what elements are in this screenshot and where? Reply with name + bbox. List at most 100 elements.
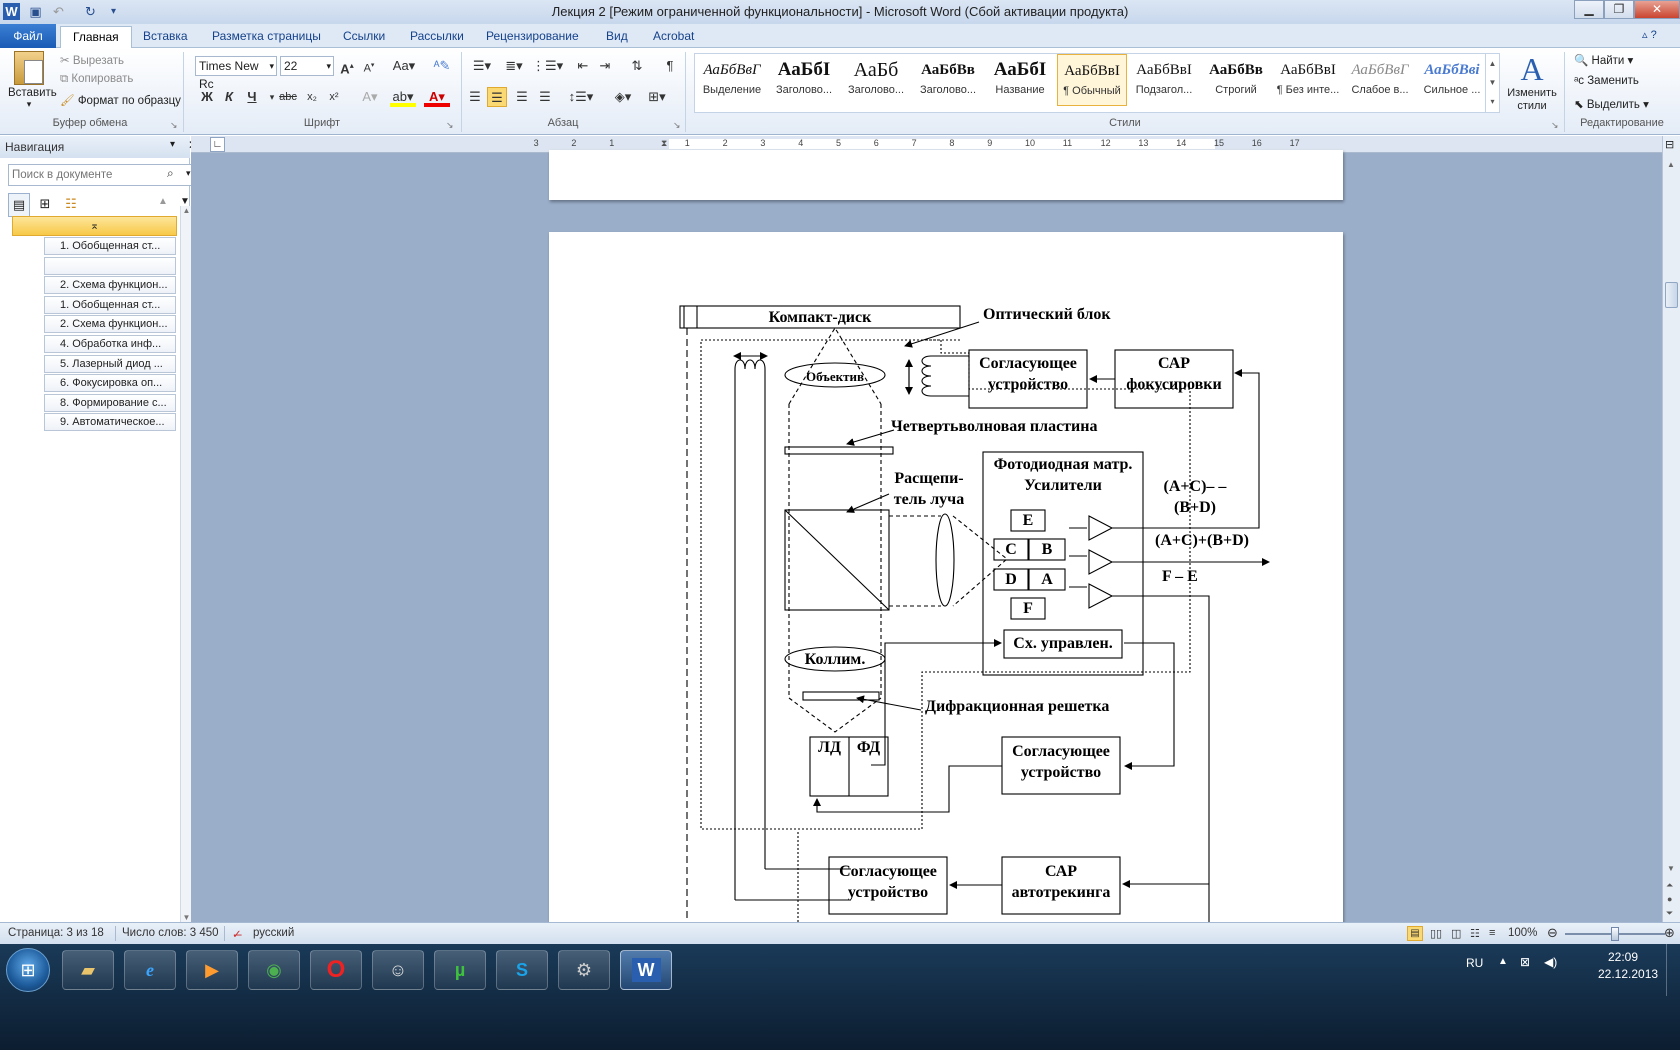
tab-mailings[interactable]: Рассылки — [410, 29, 464, 43]
search-dropdown-icon[interactable]: ▾ — [186, 168, 191, 178]
nav-heading-item[interactable]: 5. Лазерный диод ... — [44, 354, 176, 373]
save-icon[interactable]: ▣ — [29, 4, 42, 19]
subscript-icon[interactable]: x₂ — [307, 91, 317, 103]
browse-results-tab[interactable]: ☷ — [60, 193, 82, 217]
borders-icon[interactable]: ⊞▾ — [648, 89, 666, 104]
zoom-slider-thumb[interactable] — [1611, 927, 1619, 941]
proofing-icon[interactable]: ✓̶ — [232, 929, 242, 941]
tab-view[interactable]: Вид — [606, 29, 628, 43]
scroll-down-icon[interactable]: ▼ — [182, 913, 191, 922]
zoom-slider[interactable] — [1565, 927, 1665, 941]
nav-heading-item[interactable]: 1. Обобщенная ст... — [44, 295, 176, 314]
paragraph-launcher-icon[interactable]: ↘ — [673, 120, 681, 130]
taskbar-explorer[interactable]: ▰ — [62, 950, 114, 990]
tab-selector-icon[interactable]: ∟ — [210, 137, 225, 152]
line-spacing-icon[interactable]: ↕☰▾ — [568, 89, 594, 104]
nav-heading-item[interactable]: 2. Схема функцион... — [44, 315, 176, 334]
strikethrough-icon[interactable]: abc — [279, 91, 297, 103]
increase-indent-icon[interactable]: ⇥ — [599, 58, 611, 73]
italic-button[interactable]: К — [225, 89, 233, 104]
nav-heading-item[interactable]: 9. Автоматическое... — [44, 413, 176, 432]
tab-references[interactable]: Ссылки — [343, 29, 386, 43]
multilevel-list-icon[interactable]: ⋮☰▾ — [532, 58, 564, 73]
nav-heading-item[interactable]: 2. Схема функцион... — [44, 276, 176, 295]
font-color-icon[interactable]: A▾ — [424, 87, 450, 107]
change-styles-button[interactable]: A Изменить стили — [1502, 51, 1562, 113]
font-name-dropdown-icon[interactable]: ▾ — [269, 61, 274, 71]
scroll-down-arrow-icon[interactable]: ▼ — [1667, 864, 1675, 873]
tab-insert[interactable]: Вставка — [143, 29, 188, 43]
tab-acrobat[interactable]: Acrobat — [653, 29, 695, 43]
nav-heading-item[interactable]: 6. Фокусировка оп... — [44, 374, 176, 393]
justify-icon[interactable]: ☰ — [539, 89, 551, 104]
scroll-up-icon[interactable]: ▲ — [182, 206, 191, 215]
taskbar-steam[interactable]: ⚙ — [558, 950, 610, 990]
navigation-scrollbar[interactable]: ▲ ▼ — [180, 206, 192, 922]
search-icon[interactable]: ⌕ — [167, 166, 174, 180]
select-button[interactable]: ⬉ Выделить ▾ — [1574, 99, 1649, 111]
shading-icon[interactable]: ◈▾ — [614, 89, 632, 104]
sort-icon[interactable]: ⇅ — [631, 58, 643, 73]
underline-button[interactable]: Ч — [247, 89, 257, 104]
align-right-icon[interactable]: ☰ — [516, 89, 528, 104]
taskbar-skype[interactable]: S — [496, 950, 548, 990]
numbering-icon[interactable]: ≣▾ — [505, 58, 523, 73]
word-count[interactable]: Число слов: 3 450 — [122, 927, 219, 939]
scroll-up-arrow-icon[interactable]: ▲ — [1667, 160, 1675, 169]
show-desktop-button[interactable] — [1666, 944, 1680, 996]
decrease-indent-icon[interactable]: ⇤ — [577, 58, 589, 73]
scroll-thumb[interactable] — [1665, 282, 1678, 308]
superscript-icon[interactable]: x² — [329, 91, 339, 103]
nav-heading-item[interactable]: 8. Формирование с... — [44, 393, 176, 412]
styles-scroll[interactable]: ▲▼▾ — [1485, 54, 1499, 112]
tab-home[interactable]: Главная — [60, 26, 132, 48]
current-heading-marker[interactable]: ⌅ — [12, 216, 177, 236]
navigation-menu-icon[interactable]: ▾ — [170, 139, 176, 150]
previous-heading-icon[interactable]: ▲ — [158, 196, 168, 207]
clear-formatting-icon[interactable]: ᴬ✎ — [433, 58, 451, 73]
styles-launcher-icon[interactable]: ↘ — [1551, 120, 1559, 130]
browse-pages-tab[interactable]: ⊞ — [34, 193, 56, 217]
language[interactable]: русский — [253, 927, 295, 939]
copy-button[interactable]: ⧉ Копировать — [60, 73, 134, 85]
tab-review[interactable]: Рецензирование — [486, 29, 579, 43]
align-center-icon[interactable]: ☰ — [487, 87, 507, 107]
highlight-icon[interactable]: ab▾ — [390, 87, 416, 107]
page-count[interactable]: Страница: 3 из 18 — [8, 927, 104, 939]
font-size-dropdown-icon[interactable]: ▾ — [326, 61, 331, 71]
input-language[interactable]: RU — [1466, 956, 1484, 970]
bold-button[interactable]: Ж — [201, 89, 213, 104]
paste-dropdown-icon[interactable]: ▾ — [26, 99, 32, 109]
zoom-in-icon[interactable]: ⊕ — [1664, 925, 1675, 940]
format-painter-button[interactable]: 🖌 Формат по образцу — [60, 95, 181, 107]
font-launcher-icon[interactable]: ↘ — [446, 120, 454, 130]
redo-icon[interactable]: ↻ — [85, 4, 96, 19]
cut-button[interactable]: ✂ Вырезать — [60, 55, 124, 67]
zoom-out-icon[interactable]: ⊖ — [1547, 925, 1558, 940]
outline-icon[interactable]: ☷ — [1470, 928, 1480, 940]
indent-marker-icon[interactable]: ⧗ — [661, 138, 668, 148]
find-button[interactable]: 🔍 Найти ▾ — [1574, 55, 1634, 67]
close-button[interactable]: ✕ — [1634, 0, 1680, 19]
maximize-button[interactable]: ❐ — [1604, 0, 1634, 19]
nav-heading-item[interactable] — [44, 256, 176, 275]
taskbar-media-player[interactable]: ▶ — [186, 950, 238, 990]
word-logo-icon[interactable]: W — [3, 3, 20, 20]
bullets-icon[interactable]: ☰▾ — [472, 58, 492, 73]
taskbar-opera[interactable]: O — [310, 950, 362, 990]
nav-heading-item[interactable]: 4. Обработка инф... — [44, 335, 176, 353]
clock-time[interactable]: 22:09 — [1608, 950, 1639, 964]
draft-icon[interactable]: ≡ — [1489, 927, 1496, 939]
taskbar-word[interactable]: W — [620, 950, 672, 990]
tray-expand-icon[interactable]: ▲ — [1498, 956, 1508, 967]
zoom-level[interactable]: 100% — [1508, 927, 1538, 939]
search-input[interactable] — [8, 164, 196, 186]
